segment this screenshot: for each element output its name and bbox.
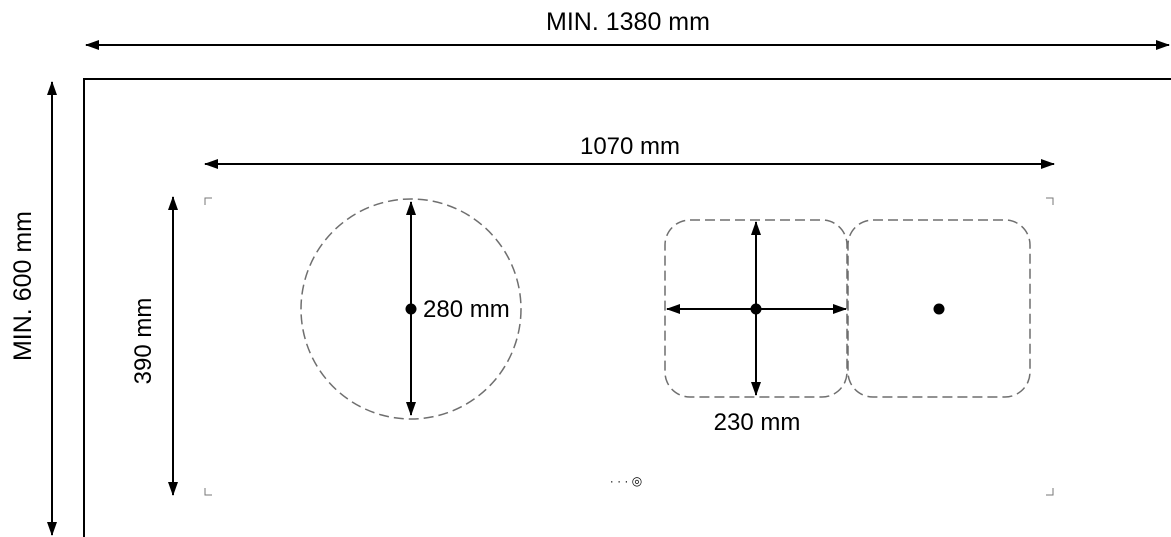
control-panel-marks: · · · ◎ [610, 474, 642, 488]
worktop-outline [83, 78, 1171, 537]
glass-corner-marks [204, 197, 1054, 496]
overall-width-label: MIN. 1380 mm [546, 8, 710, 36]
cooking-depth-label: 390 mm [130, 298, 157, 385]
overall-depth-label: MIN. 600 mm [9, 211, 37, 361]
left-square-cooking-zone [664, 219, 848, 398]
left-square-zone-center-dot [750, 303, 762, 315]
round-zone-diameter-label: 280 mm [423, 296, 510, 323]
round-zone-center-dot [405, 303, 417, 315]
round-cooking-zone [300, 198, 522, 420]
square-zone-width-label: 230 mm [714, 409, 801, 436]
right-square-cooking-zone [847, 219, 1031, 398]
right-square-zone-center-dot [933, 303, 945, 315]
cooking-width-label: 1070 mm [580, 133, 680, 160]
